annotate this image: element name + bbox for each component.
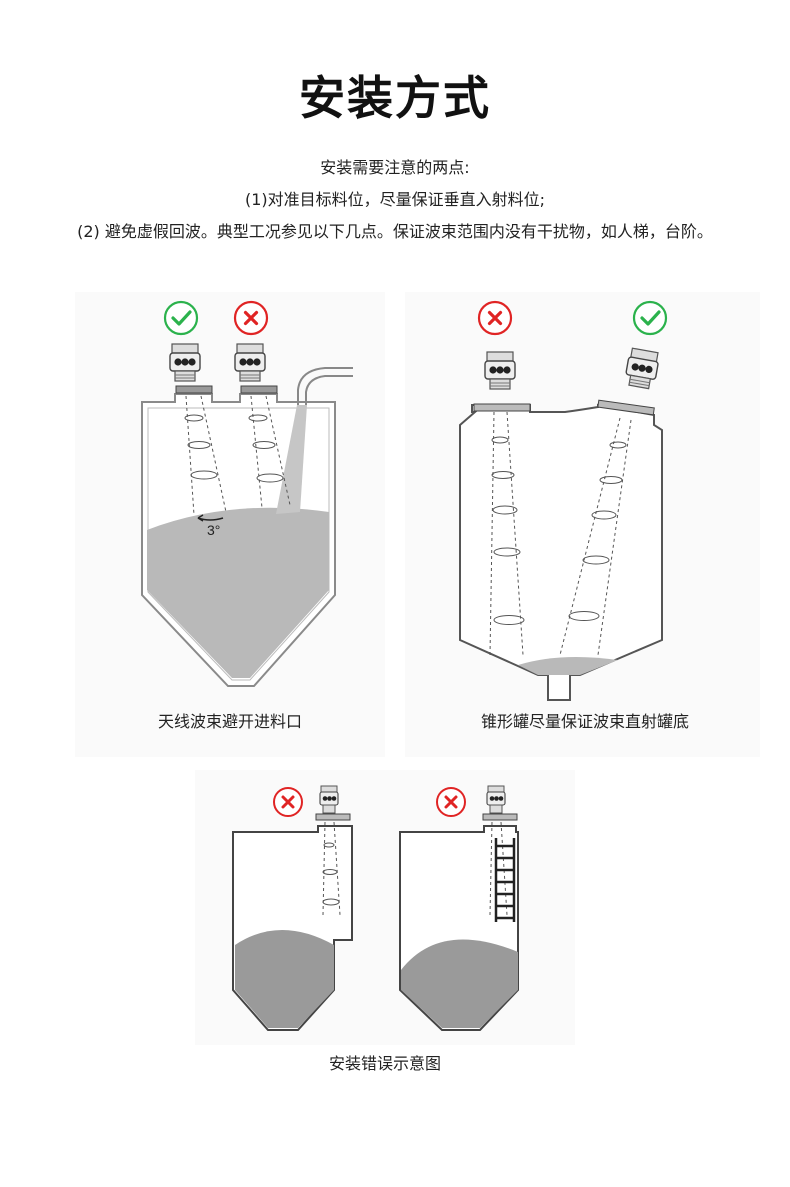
- tank-diagram-1: 3°: [141, 300, 353, 687]
- correct-check-icon: [632, 300, 668, 336]
- intro-heading: 安装需要注意的两点:: [320, 158, 470, 177]
- angle-label: 3°: [207, 522, 220, 538]
- tank-diagram-2: [459, 300, 668, 701]
- wrong-cross-icon: [477, 300, 513, 336]
- wrong-cross-icon: [435, 786, 467, 818]
- ladder: [494, 838, 516, 922]
- wrong-cross-icon: [272, 786, 304, 818]
- figure-3-caption: 安装错误示意图: [328, 1054, 441, 1073]
- correct-check-icon: [163, 300, 199, 336]
- tank-diagram-3: [232, 785, 519, 1031]
- intro-point-2: (2) 避免虚假回波。典型工况参见以下几点。保证波束范围内没有干扰物，如人梯，台…: [77, 222, 713, 241]
- wrong-cross-icon: [233, 300, 269, 336]
- figure-2-caption: 锥形罐尽量保证波束直射罐底: [480, 712, 689, 731]
- intro-point-1: (1)对准目标料位，尽量保证垂直入射料位;: [244, 190, 546, 209]
- page-title: 安装方式: [299, 71, 491, 125]
- figure-1-caption: 天线波束避开进料口: [157, 712, 302, 731]
